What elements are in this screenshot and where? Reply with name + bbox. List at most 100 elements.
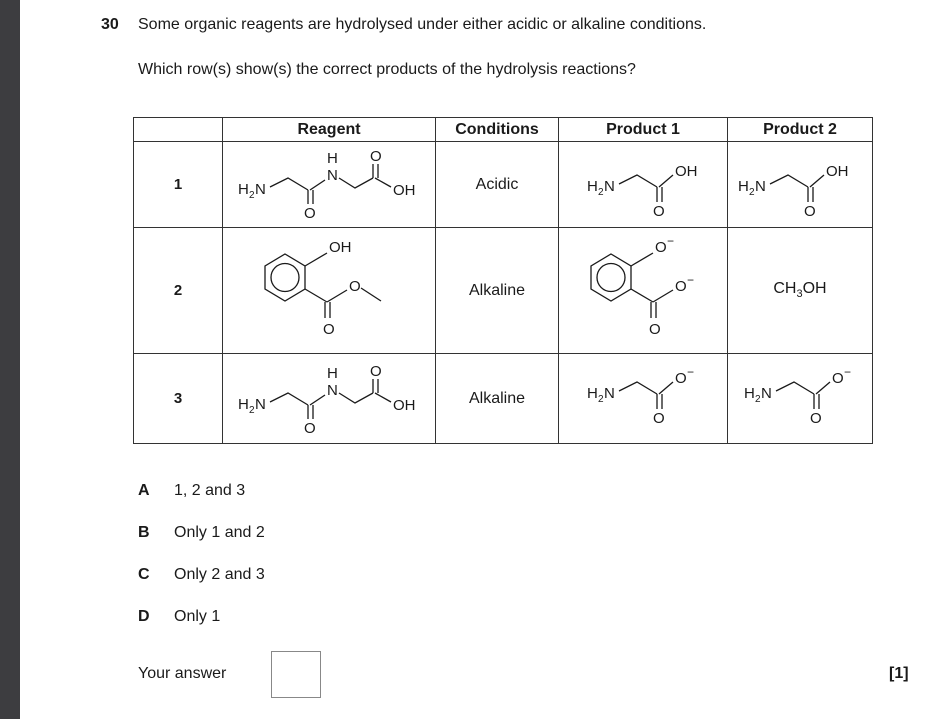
atom-label: O bbox=[810, 410, 822, 427]
row-number: 1 bbox=[133, 141, 223, 228]
bond-line bbox=[769, 174, 809, 188]
product-1-structure: H 2 N O O − bbox=[558, 353, 728, 444]
atom-label: O bbox=[653, 410, 665, 427]
bond-line bbox=[374, 392, 392, 403]
header-conditions: Conditions bbox=[435, 117, 559, 142]
product-2-structure: H 2 N O OH bbox=[727, 141, 873, 228]
bond-line bbox=[658, 381, 674, 395]
product-1-structure: H 2 N O OH bbox=[558, 141, 728, 228]
atom-label: O bbox=[675, 278, 687, 295]
header-product-1: Product 1 bbox=[558, 117, 728, 142]
atom-label: N bbox=[604, 178, 615, 195]
bond-line bbox=[309, 394, 326, 406]
charge-label: − bbox=[687, 273, 694, 287]
atom-label: O bbox=[832, 370, 844, 387]
row-number: 3 bbox=[133, 353, 223, 444]
atom-label: O bbox=[304, 420, 316, 437]
glycine-structure: H 2 N O OH bbox=[587, 163, 698, 220]
product-1-structure: O − O O − bbox=[558, 227, 728, 354]
conditions-cell: Alkaline bbox=[435, 227, 559, 354]
glycine-structure: H 2 N O OH bbox=[738, 163, 849, 220]
question-stem: Some organic reagents are hydrolysed und… bbox=[138, 16, 707, 33]
methanol-formula: CH3OH bbox=[773, 280, 827, 300]
bond-line bbox=[775, 381, 815, 395]
table-row: 2 OH O O Alkaline O − bbox=[133, 227, 873, 354]
table-row: 3 H 2 N O H N O OH Alkaline bbox=[133, 353, 873, 444]
table-header-row: Reagent Conditions Product 1 Product 2 bbox=[133, 117, 873, 142]
atom-label: OH bbox=[393, 397, 416, 414]
charge-label: − bbox=[667, 234, 674, 248]
bond-line bbox=[338, 177, 374, 189]
reagent-dipeptide-structure: H 2 N O H N O OH bbox=[238, 148, 416, 222]
atom-label: H bbox=[327, 365, 338, 382]
formula-part: OH bbox=[802, 280, 827, 298]
answer-box[interactable] bbox=[271, 651, 321, 698]
option-text: Only 1 bbox=[174, 608, 221, 625]
question-number: 30 bbox=[101, 16, 119, 33]
atom-label: O bbox=[323, 321, 335, 338]
product-2-structure: CH3OH bbox=[727, 227, 873, 354]
atom-label: O bbox=[370, 363, 382, 380]
atom-label: O bbox=[349, 278, 361, 295]
option-letter: D bbox=[138, 608, 150, 625]
atom-label: 2 bbox=[598, 394, 604, 405]
atom-label: OH bbox=[675, 163, 698, 180]
header-row-number bbox=[133, 117, 223, 142]
atom-label: 2 bbox=[755, 394, 761, 405]
bond-line bbox=[618, 174, 658, 188]
atom-label: N bbox=[327, 382, 338, 399]
atom-label: H bbox=[587, 385, 598, 402]
formula-subscript: 3 bbox=[796, 288, 803, 301]
bond-line bbox=[304, 252, 328, 267]
bond-line bbox=[326, 289, 348, 303]
marks-label: [1] bbox=[889, 665, 909, 682]
header-reagent: Reagent bbox=[222, 117, 436, 142]
reagent-structure: H 2 N O H N O OH bbox=[222, 353, 436, 444]
atom-label: H bbox=[238, 396, 249, 413]
header-product-2: Product 2 bbox=[727, 117, 873, 142]
bond-line bbox=[304, 288, 328, 303]
bond-line bbox=[630, 288, 654, 303]
option-text: Only 1 and 2 bbox=[174, 524, 265, 541]
reagent-structure: OH O O bbox=[222, 227, 436, 354]
atom-label: N bbox=[255, 396, 266, 413]
product-2-structure: H 2 N O O − bbox=[727, 353, 873, 444]
glycinate-structure: H 2 N O O − bbox=[744, 365, 851, 427]
option-d: D Only 1 bbox=[138, 608, 220, 626]
option-letter: A bbox=[138, 482, 150, 499]
atom-label: H bbox=[327, 150, 338, 167]
salicylate-dianion-structure: O − O O − bbox=[590, 234, 694, 338]
conditions-cell: Alkaline bbox=[435, 353, 559, 444]
table-row: 1 H 2 N O H N O OH Acidic bbox=[133, 141, 873, 228]
methyl-salicylate-structure: OH O O bbox=[264, 239, 382, 338]
atom-label: O bbox=[675, 370, 687, 387]
atom-label: O bbox=[653, 203, 665, 220]
bond-line bbox=[269, 177, 309, 191]
reaction-table: Reagent Conditions Product 1 Product 2 1… bbox=[133, 117, 873, 444]
left-edge-bar bbox=[0, 0, 20, 719]
atom-label: H bbox=[238, 181, 249, 198]
atom-label: H bbox=[744, 385, 755, 402]
charge-label: − bbox=[687, 365, 694, 379]
benzene-ring-circle bbox=[270, 262, 300, 293]
reagent-dipeptide-structure: H 2 N O H N O OH bbox=[238, 363, 416, 437]
atom-label: 2 bbox=[749, 187, 755, 198]
benzene-ring-circle bbox=[596, 262, 626, 293]
bond-line bbox=[269, 392, 309, 406]
option-letter: C bbox=[138, 566, 150, 583]
atom-label: N bbox=[604, 385, 615, 402]
formula-part: CH bbox=[773, 280, 797, 298]
atom-label: O bbox=[304, 205, 316, 222]
atom-label: H bbox=[587, 178, 598, 195]
atom-label: N bbox=[327, 167, 338, 184]
row-number: 2 bbox=[133, 227, 223, 354]
bond-line bbox=[809, 174, 825, 188]
atom-label: O bbox=[370, 148, 382, 165]
atom-label: 2 bbox=[249, 405, 255, 416]
answer-label: Your answer bbox=[138, 665, 227, 682]
bond-line bbox=[360, 287, 382, 302]
charge-label: − bbox=[844, 365, 851, 379]
